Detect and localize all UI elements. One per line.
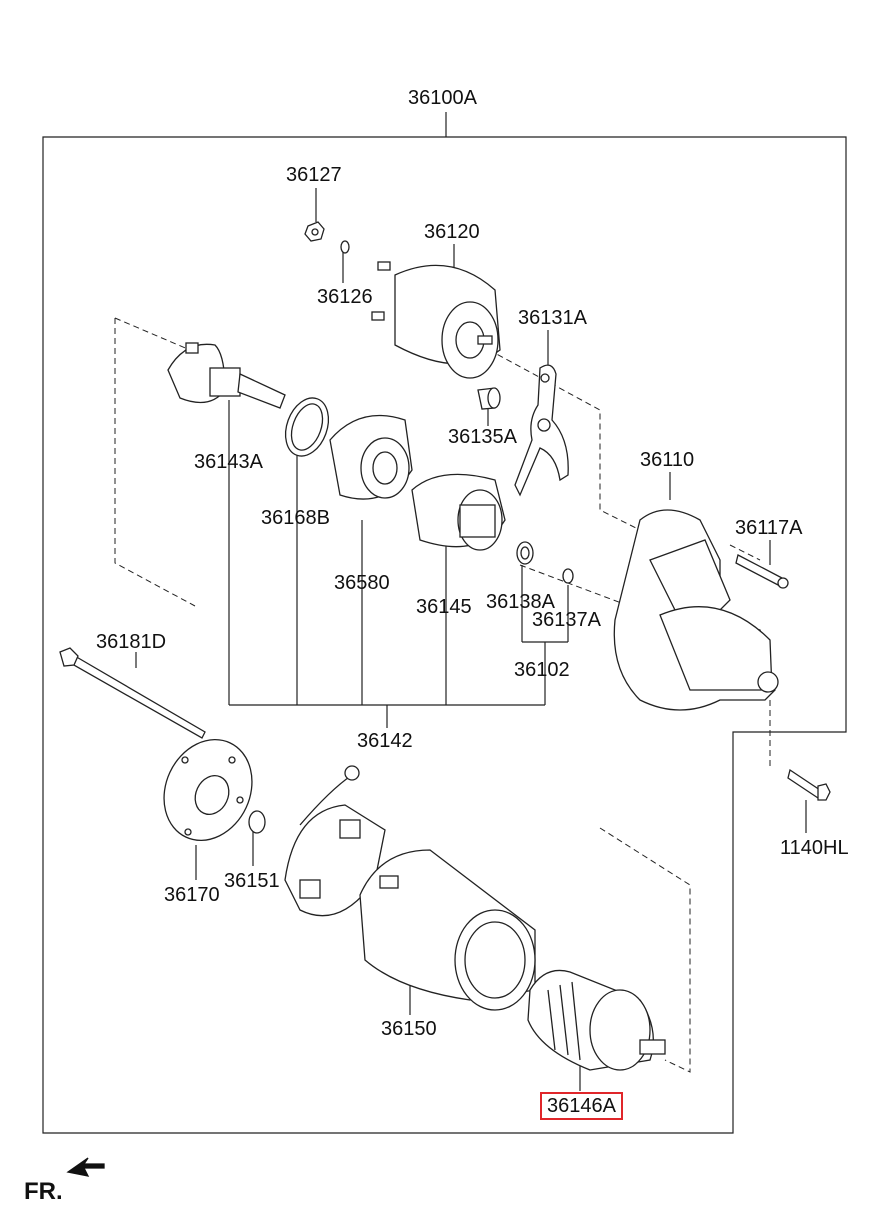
nut-36127 xyxy=(304,221,325,242)
through-bolt-36181D xyxy=(59,647,206,739)
washer-36138A xyxy=(516,541,534,565)
brush-holder xyxy=(284,765,386,917)
lever-36131A xyxy=(514,364,569,497)
gear-housing-36580 xyxy=(329,414,413,500)
armature-36146A xyxy=(527,969,666,1071)
assembly-label: 36100A xyxy=(408,87,477,109)
front-housing-36110 xyxy=(613,509,779,711)
bolt-1140HL xyxy=(787,768,831,801)
washer-36126 xyxy=(340,240,350,254)
front-direction-label: FR. xyxy=(24,1178,63,1205)
plunger-36135A xyxy=(477,387,501,410)
part-label-36138A[interactable]: 36138A xyxy=(486,591,555,613)
part-label-36120[interactable]: 36120 xyxy=(424,221,480,243)
part-label-36580[interactable]: 36580 xyxy=(334,572,390,594)
part-label-36126[interactable]: 36126 xyxy=(317,286,373,308)
part-label-36146A-highlighted[interactable]: 36146A xyxy=(540,1092,623,1120)
ring-36137A xyxy=(562,568,574,584)
part-label-1140HL[interactable]: 1140HL xyxy=(780,837,849,859)
shaft-36143A xyxy=(167,342,286,409)
bolt-36117A xyxy=(735,554,789,589)
part-label-36135A[interactable]: 36135A xyxy=(448,426,517,448)
assembly-boundary xyxy=(42,136,847,1134)
part-label-36137A[interactable]: 36137A xyxy=(532,609,601,631)
yoke-36150 xyxy=(359,849,536,1011)
rear-plate-36170 xyxy=(163,738,253,842)
part-label-36131A[interactable]: 36131A xyxy=(518,307,587,329)
solenoid-36120 xyxy=(371,261,501,379)
part-label-36150[interactable]: 36150 xyxy=(381,1018,437,1040)
part-label-36127[interactable]: 36127 xyxy=(286,164,342,186)
part-label-36168B[interactable]: 36168B xyxy=(261,507,330,529)
part-label-36110[interactable]: 36110 xyxy=(640,449,695,471)
part-label-36117A[interactable]: 36117A xyxy=(735,517,803,539)
part-label-36181D[interactable]: 36181D xyxy=(96,631,167,653)
part-label-36145[interactable]: 36145 xyxy=(416,596,472,618)
part-label-36170[interactable]: 36170 xyxy=(164,884,220,906)
part-label-36142[interactable]: 36142 xyxy=(357,730,413,752)
gasket-36168B xyxy=(284,397,330,457)
washer-36151 xyxy=(248,810,266,834)
part-label-36151[interactable]: 36151 xyxy=(224,870,280,892)
front-arrow-icon xyxy=(66,1157,105,1177)
part-label-36102[interactable]: 36102 xyxy=(514,659,570,681)
pinion-clutch-36145 xyxy=(411,473,506,551)
part-label-36143A[interactable]: 36143A xyxy=(194,451,263,473)
